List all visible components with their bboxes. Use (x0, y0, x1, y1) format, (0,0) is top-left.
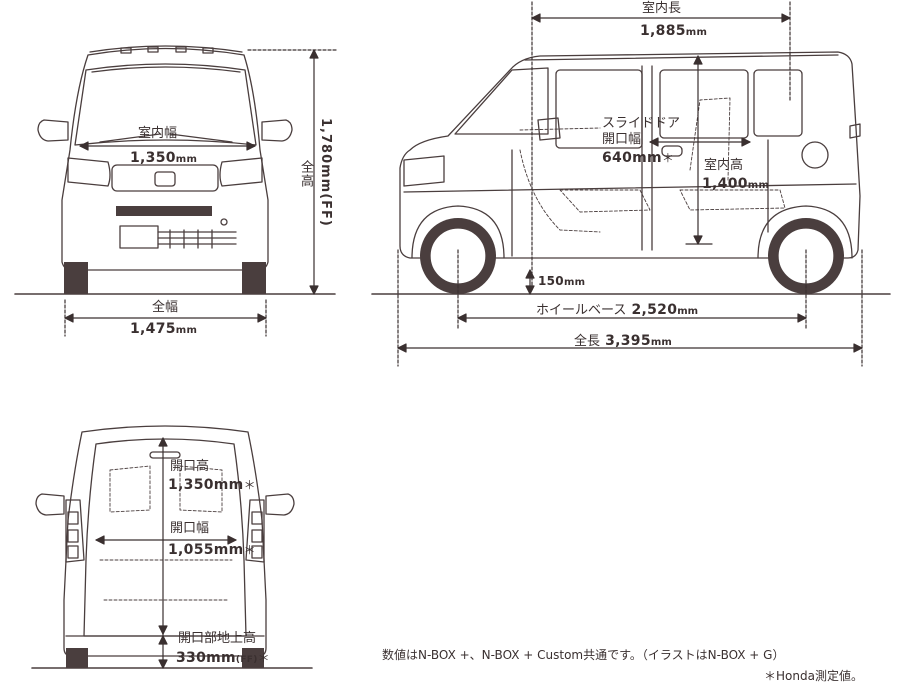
slide-door-label-1: スライドドア (602, 116, 681, 131)
floor-height-mark: ＊ (257, 651, 270, 665)
opening-height-mark: ＊ (243, 478, 256, 492)
floor-height-label: 開口部地上高 (178, 631, 257, 646)
opening-height-value: 1,350mm＊ (168, 477, 256, 493)
interior-length-number: 1,885 (640, 23, 686, 39)
opening-width-mark: ＊ (243, 543, 256, 557)
ground-clearance-unit: mm (563, 277, 586, 288)
wheelbase-number: 2,520 (631, 302, 678, 318)
floor-height-number: 330mm (176, 650, 236, 666)
slide-door-label-2: 開口幅 (602, 132, 642, 147)
ground-clearance-value: 150mm (538, 273, 585, 291)
ground-clearance-number: 150 (538, 274, 564, 288)
overall-width-value: 1,475mm (130, 321, 197, 339)
interior-width-number: 1,350 (130, 150, 176, 166)
note-honda-measured: ＊Honda測定値。 (764, 669, 863, 683)
front-view-car (14, 45, 336, 295)
slide-door-mark: ＊ (661, 151, 675, 165)
wheelbase-dimension: ホイールベース 2,520mm (536, 299, 698, 318)
slide-door-number: 640mm (602, 150, 662, 166)
opening-width-number: 1,055mm (168, 542, 244, 558)
overall-length-label: 全長 (574, 334, 601, 349)
overall-width-unit: mm (175, 325, 198, 336)
interior-width-unit: mm (175, 154, 198, 165)
wheelbase-label: ホイールベース (536, 303, 627, 318)
note-shared-values: 数値はN-BOX +、N-BOX + Custom共通です。（イラストはN-BO… (382, 648, 785, 662)
overall-length-unit: mm (650, 337, 672, 348)
interior-width-label: 室内幅 (138, 126, 178, 141)
opening-height-number: 1,350mm (168, 477, 244, 493)
wheelbase-unit: mm (677, 306, 699, 317)
interior-height-unit: mm (747, 180, 770, 191)
overall-height-label: 全高 (298, 160, 313, 188)
opening-width-value: 1,055mm＊ (168, 542, 256, 558)
interior-height-number: 1,400 (702, 176, 748, 192)
side-view-car (371, 51, 891, 295)
slide-door-value: 640mm＊ (602, 150, 674, 166)
interior-length-value: 1,885mm (640, 23, 707, 41)
overall-length-number: 3,395 (605, 333, 651, 349)
opening-width-label: 開口幅 (170, 521, 210, 536)
interior-width-value: 1,350mm (130, 150, 197, 168)
opening-height-label: 開口高 (170, 459, 210, 474)
floor-height-suffix: (FF) (235, 655, 258, 665)
interior-height-label: 室内高 (704, 158, 744, 173)
dimension-lines (64, 1, 863, 669)
overall-width-number: 1,475 (130, 321, 176, 337)
interior-length-unit: mm (685, 27, 708, 38)
overall-length-dimension: 全長 3,395mm (574, 330, 672, 349)
overall-height-value: 1,780mm(FF) (318, 118, 333, 227)
rear-view-car (31, 425, 313, 669)
floor-height-value: 330mm(FF)＊ (176, 650, 270, 668)
interior-length-label: 室内長 (642, 1, 682, 16)
overall-width-label: 全幅 (152, 300, 179, 315)
interior-height-value: 1,400mm (702, 176, 769, 194)
